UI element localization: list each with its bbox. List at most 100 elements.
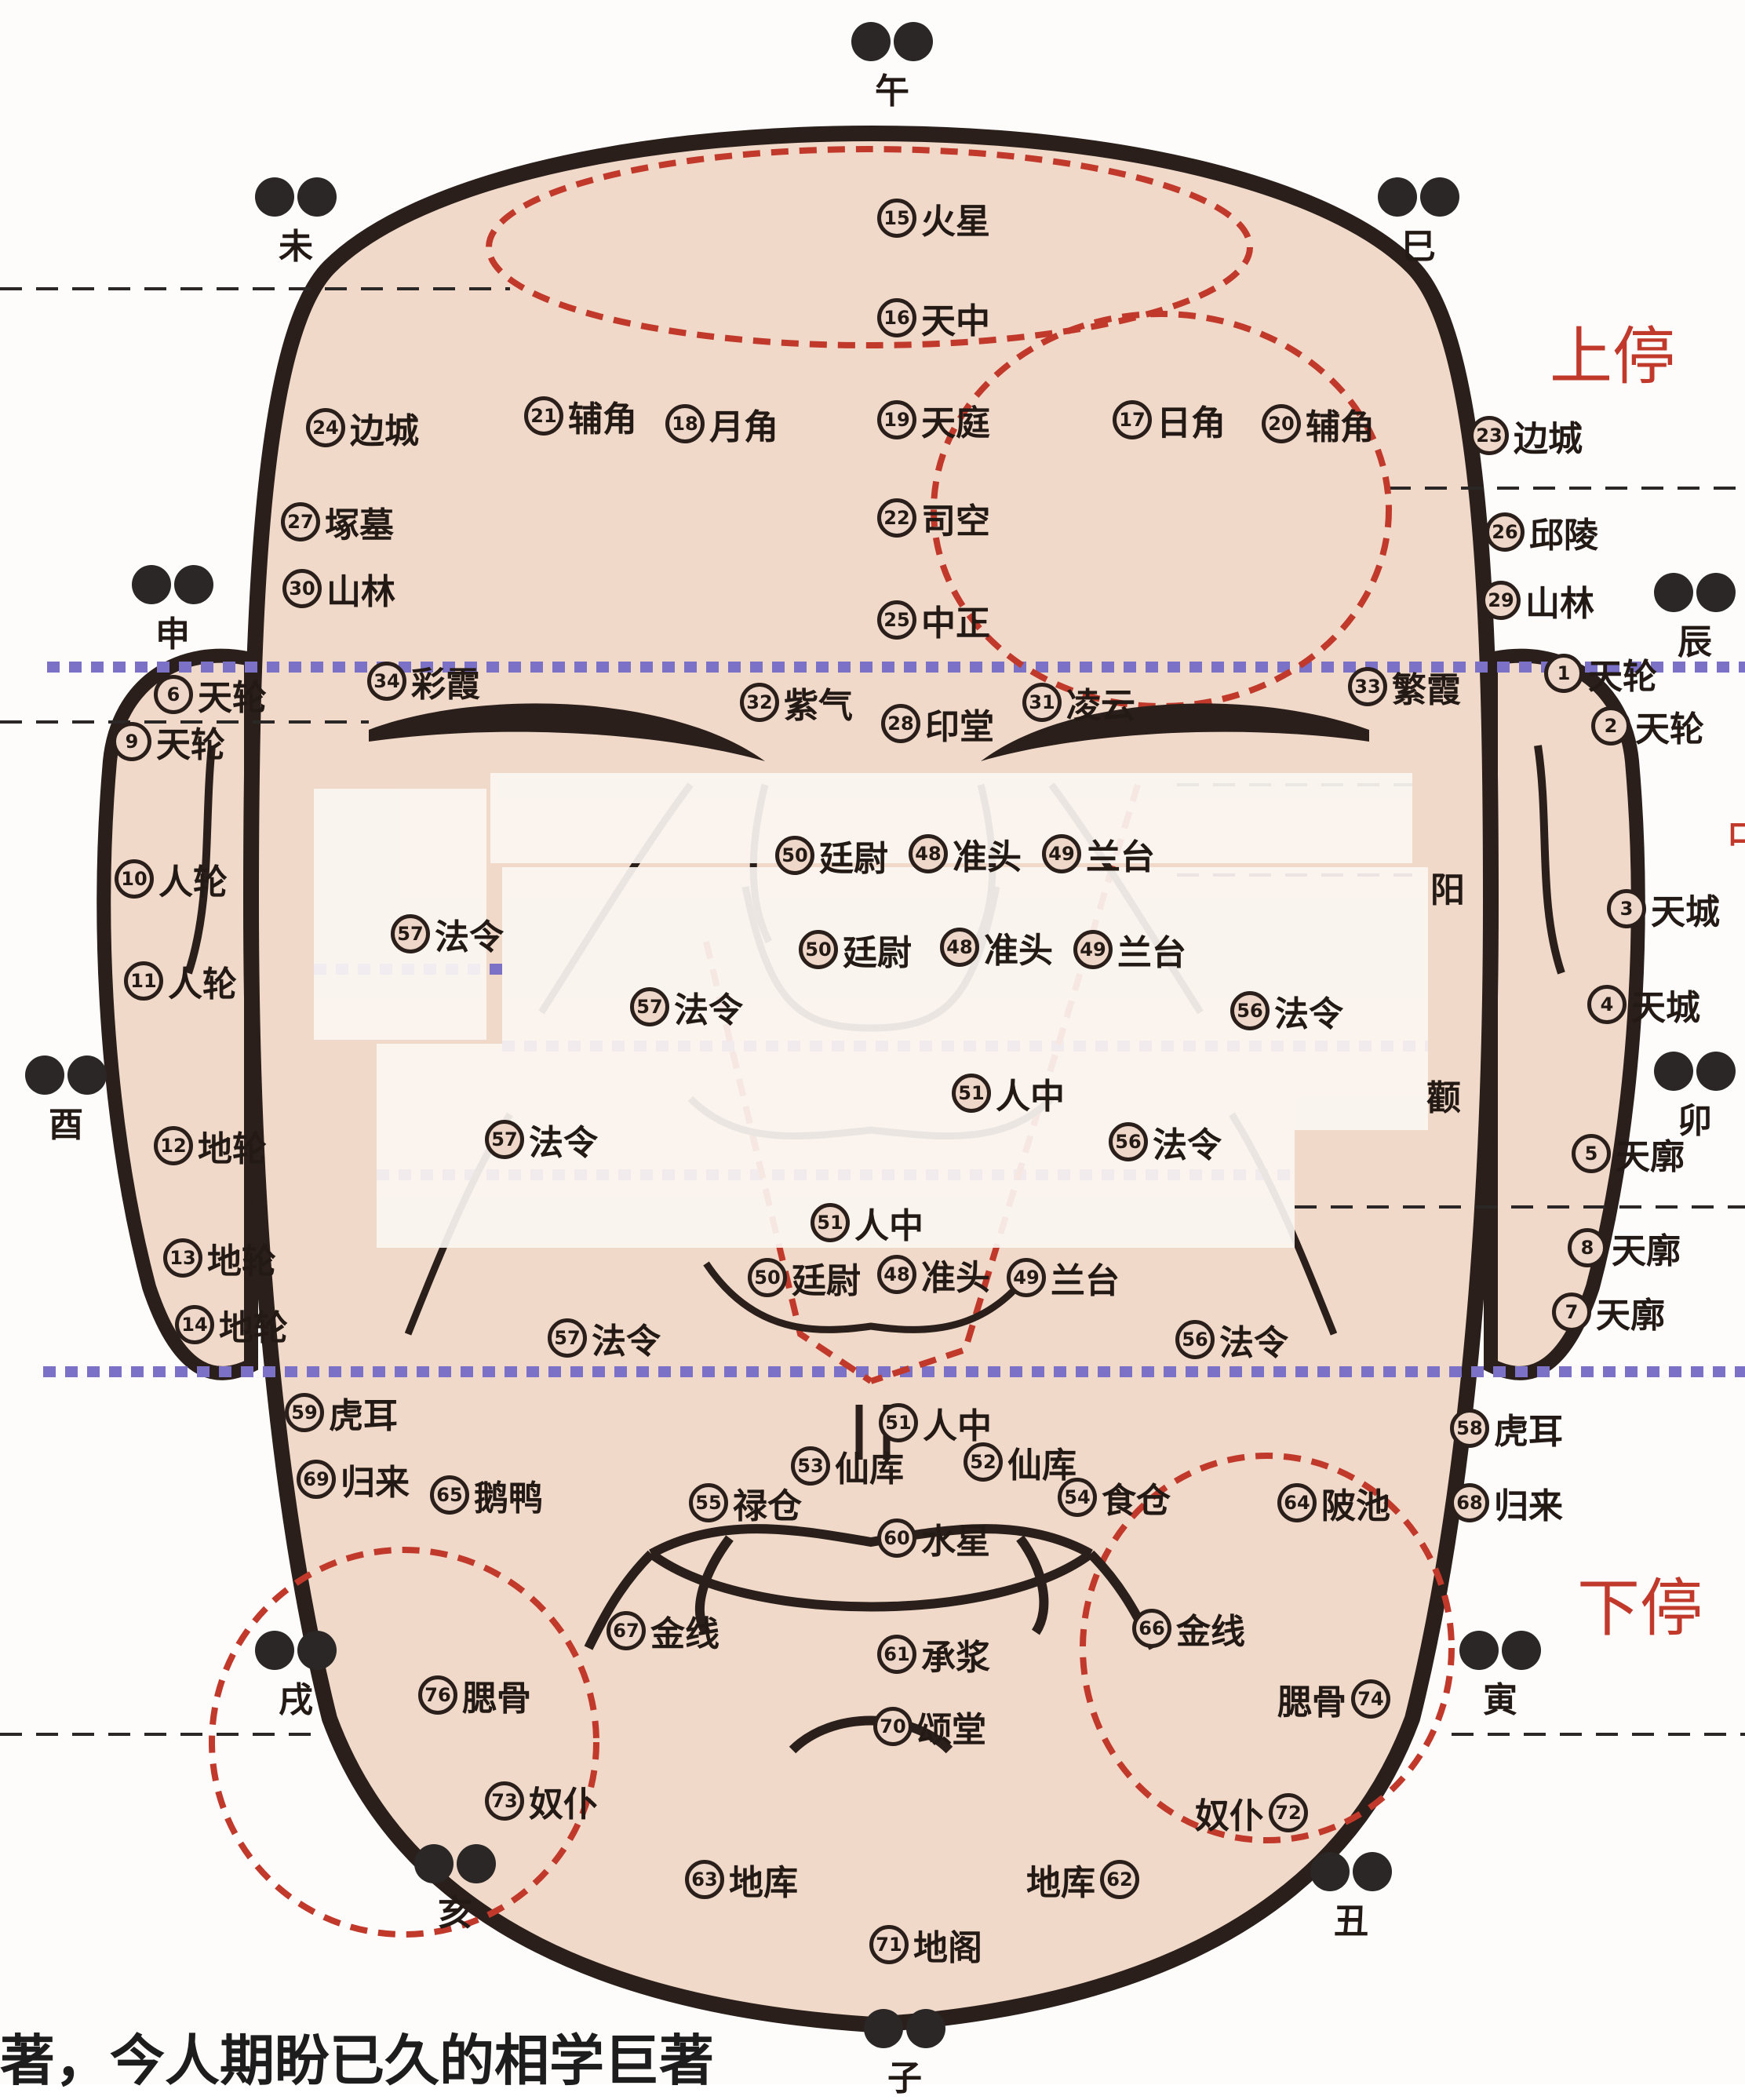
point-number: 76 — [418, 1675, 457, 1715]
point-label: 天城 — [1631, 979, 1700, 1030]
point-number: 57 — [548, 1318, 587, 1358]
point-number: 57 — [485, 1120, 524, 1159]
point-label: 地库 — [729, 1854, 798, 1905]
point-number: 57 — [391, 914, 430, 953]
point-label: 法令 — [529, 1114, 598, 1165]
point-62: 62地库 — [1026, 1854, 1139, 1905]
point-21: 21辅角 — [524, 391, 637, 441]
point-label: 山林 — [1525, 575, 1594, 625]
fragment-yang: 阳 — [1430, 862, 1465, 912]
point-55: 55禄仓 — [689, 1478, 802, 1528]
point-number: 49 — [1042, 834, 1081, 873]
point-number: 52 — [964, 1442, 1003, 1482]
point-label: 仙库 — [835, 1441, 904, 1491]
point-number: 70 — [873, 1707, 913, 1746]
branch-you: 酉 — [25, 1055, 107, 1147]
point-66: 66金线 — [1132, 1603, 1245, 1653]
point-label: 凌云 — [1066, 677, 1135, 727]
point-number: 71 — [869, 1925, 909, 1964]
point-1: 1天轮 — [1544, 648, 1657, 698]
point-number: 49 — [1073, 930, 1113, 969]
point-label: 法令 — [674, 982, 743, 1032]
point-number: 10 — [115, 859, 154, 899]
point-number: 51 — [811, 1203, 850, 1242]
point-number: 9 — [112, 722, 151, 761]
point-number: 73 — [485, 1781, 524, 1821]
point-label: 廷尉 — [843, 924, 912, 975]
point-number: 53 — [791, 1446, 830, 1486]
point-13: 13地轮 — [163, 1233, 276, 1283]
branch-shen: 申 — [132, 565, 213, 656]
branch-wu-label: 午 — [851, 63, 933, 113]
point-number: 21 — [524, 396, 563, 436]
point-49-c: 49兰台 — [1007, 1252, 1120, 1303]
point-3: 3天城 — [1607, 884, 1720, 934]
point-label: 天城 — [1651, 884, 1720, 934]
branch-zi-label: 子 — [864, 2050, 945, 2100]
point-number: 26 — [1485, 512, 1525, 552]
point-5: 5天廓 — [1572, 1128, 1685, 1179]
point-33: 33繁霞 — [1348, 662, 1461, 712]
point-label: 火星 — [921, 193, 990, 243]
point-number: 27 — [281, 502, 320, 541]
point-label: 廷尉 — [819, 830, 888, 880]
point-19: 19天庭 — [877, 395, 990, 445]
branch-si-label: 巳 — [1378, 218, 1459, 268]
point-label: 承浆 — [921, 1629, 990, 1679]
point-label: 天轮 — [156, 716, 225, 767]
point-label: 山林 — [326, 563, 395, 614]
point-number: 51 — [879, 1403, 918, 1442]
point-number: 23 — [1470, 416, 1509, 455]
point-number: 58 — [1450, 1409, 1489, 1448]
point-number: 22 — [877, 498, 916, 538]
point-number: 48 — [909, 834, 948, 873]
point-25: 25中正 — [877, 595, 990, 645]
point-label: 水星 — [921, 1513, 990, 1563]
point-4: 4天城 — [1587, 979, 1700, 1030]
point-label: 日角 — [1157, 395, 1226, 445]
branch-chen-label: 辰 — [1654, 614, 1736, 664]
branch-hai: 亥 — [414, 1844, 496, 1935]
branch-wu: 午 — [851, 22, 933, 113]
point-56-b: 56法令 — [1109, 1117, 1222, 1167]
point-number: 57 — [630, 987, 669, 1026]
point-56-a: 56法令 — [1230, 986, 1343, 1036]
point-23: 23边城 — [1470, 410, 1583, 461]
point-label: 辅角 — [568, 391, 637, 441]
point-number: 17 — [1113, 400, 1152, 439]
point-61: 61承浆 — [877, 1629, 990, 1679]
point-67: 67金线 — [607, 1606, 719, 1656]
point-label: 准头 — [984, 922, 1053, 972]
point-number: 64 — [1277, 1483, 1317, 1522]
point-label: 印堂 — [925, 698, 994, 749]
point-label: 天轮 — [1635, 701, 1704, 751]
point-number: 48 — [940, 928, 979, 967]
point-number: 49 — [1007, 1258, 1046, 1297]
point-label: 人中 — [996, 1068, 1065, 1118]
point-label: 法令 — [1153, 1117, 1222, 1167]
point-label: 法令 — [592, 1313, 661, 1363]
point-number: 6 — [154, 675, 193, 714]
point-label: 食仓 — [1102, 1472, 1171, 1522]
point-number: 5 — [1572, 1134, 1611, 1173]
point-14: 14地轮 — [175, 1300, 288, 1350]
point-6: 6天轮 — [154, 669, 267, 720]
point-label: 繁霞 — [1392, 662, 1461, 712]
point-number: 61 — [877, 1635, 916, 1674]
point-label: 人轮 — [158, 854, 228, 904]
point-label: 陂池 — [1321, 1478, 1390, 1528]
point-number: 13 — [163, 1238, 202, 1278]
point-label: 天轮 — [198, 669, 267, 720]
branch-chou-label: 丑 — [1310, 1893, 1392, 1943]
